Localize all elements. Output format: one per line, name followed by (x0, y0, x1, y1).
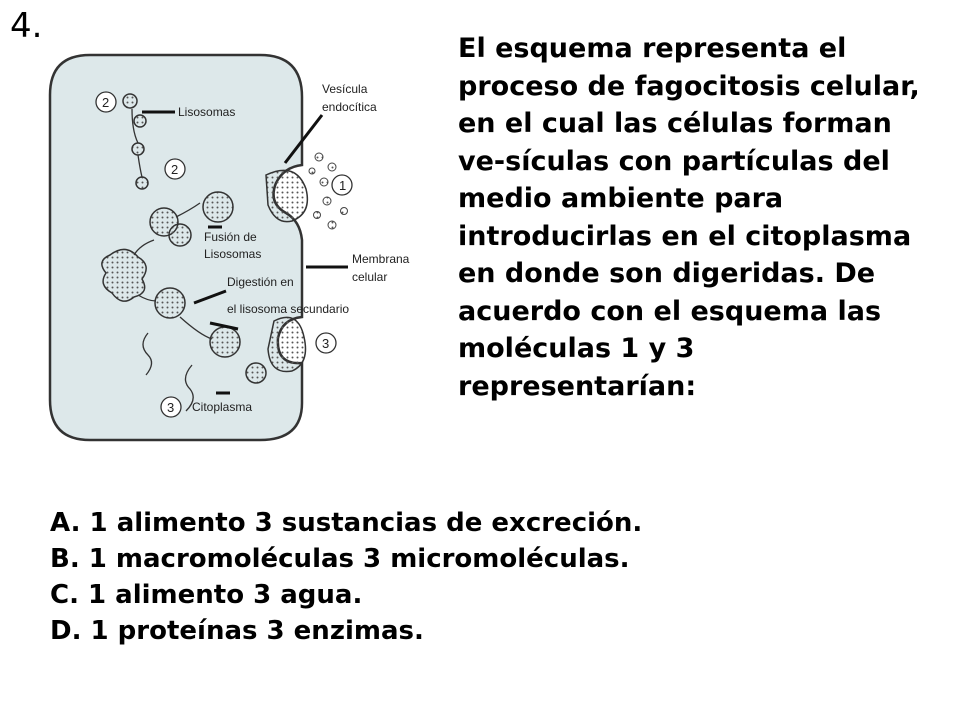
stem-line: El esquema representa el (458, 33, 847, 64)
number-markers (95, 91, 353, 418)
stem-line: en el cual las células forman (458, 108, 892, 139)
lysosomes (122, 93, 149, 190)
stem-line: en donde son digeridas. De (458, 258, 876, 289)
stem-line: introducirlas en el citoplasma (458, 220, 912, 252)
phagocytosis-diagram: 2 2 1 3 3 Lisosomas Vesícula endocítica … (48, 53, 410, 442)
label-citoplasma: Citoplasma (192, 400, 252, 414)
pointer-lines (142, 110, 348, 395)
marker-2-mid: 2 (171, 162, 178, 177)
label-membrana-2: celular (352, 270, 387, 284)
option-d[interactable]: D. 1 proteínas 3 enzimas. (50, 613, 642, 649)
label-vesicula-2: endocítica (322, 100, 377, 114)
option-a[interactable]: A. 1 alimento 3 sustancias de excreción. (50, 505, 642, 541)
cell-membrane (48, 53, 304, 442)
stem-line: moléculas 1 y 3 (458, 333, 695, 364)
marker-2-top: 2 (102, 95, 109, 110)
question-stem: El esquema representa el proceso de fago… (458, 30, 948, 405)
stem-line: representarían: (458, 370, 697, 402)
label-lisosomas: Lisosomas (178, 105, 235, 119)
option-text: 1 alimento 3 sustancias de excreción. (89, 508, 643, 538)
question-number: 4. (10, 6, 43, 46)
option-text: 1 macromoléculas 3 micromoléculas. (88, 544, 630, 574)
label-membrana-1: Membrana (352, 252, 410, 266)
stem-line: ve-sículas con partículas del (458, 145, 890, 177)
option-text: 1 alimento 3 agua. (88, 580, 363, 610)
fusion-vesicles (101, 191, 307, 384)
stem-line: medio ambiente para (458, 183, 784, 214)
marker-3-right: 3 (322, 336, 329, 351)
option-letter: A. (50, 508, 81, 538)
marker-3-bottom: 3 (167, 400, 174, 415)
marker-1: 1 (339, 178, 346, 193)
option-b[interactable]: B. 1 macromoléculas 3 micromoléculas. (50, 541, 642, 577)
path-arrows (131, 108, 213, 412)
stem-line: proceso de fagocitosis celular, (458, 70, 920, 102)
option-text: 1 proteínas 3 enzimas. (90, 616, 424, 646)
label-fusion-2: Lisosomas (204, 247, 261, 261)
option-letter: C. (50, 580, 79, 610)
stem-line: acuerdo con el esquema las (458, 295, 882, 327)
label-vesicula-1: Vesícula (322, 82, 368, 96)
label-digestion-2: el lisosoma secundario (227, 302, 349, 316)
option-c[interactable]: C. 1 alimento 3 agua. (50, 577, 642, 613)
label-fusion-1: Fusión de (204, 230, 257, 244)
option-letter: D. (50, 616, 82, 646)
label-digestion-1: Digestión en (227, 275, 294, 289)
endocytic-vesicle (265, 169, 309, 223)
answer-options: A. 1 alimento 3 sustancias de excreción.… (50, 505, 642, 649)
option-letter: B. (50, 544, 80, 574)
